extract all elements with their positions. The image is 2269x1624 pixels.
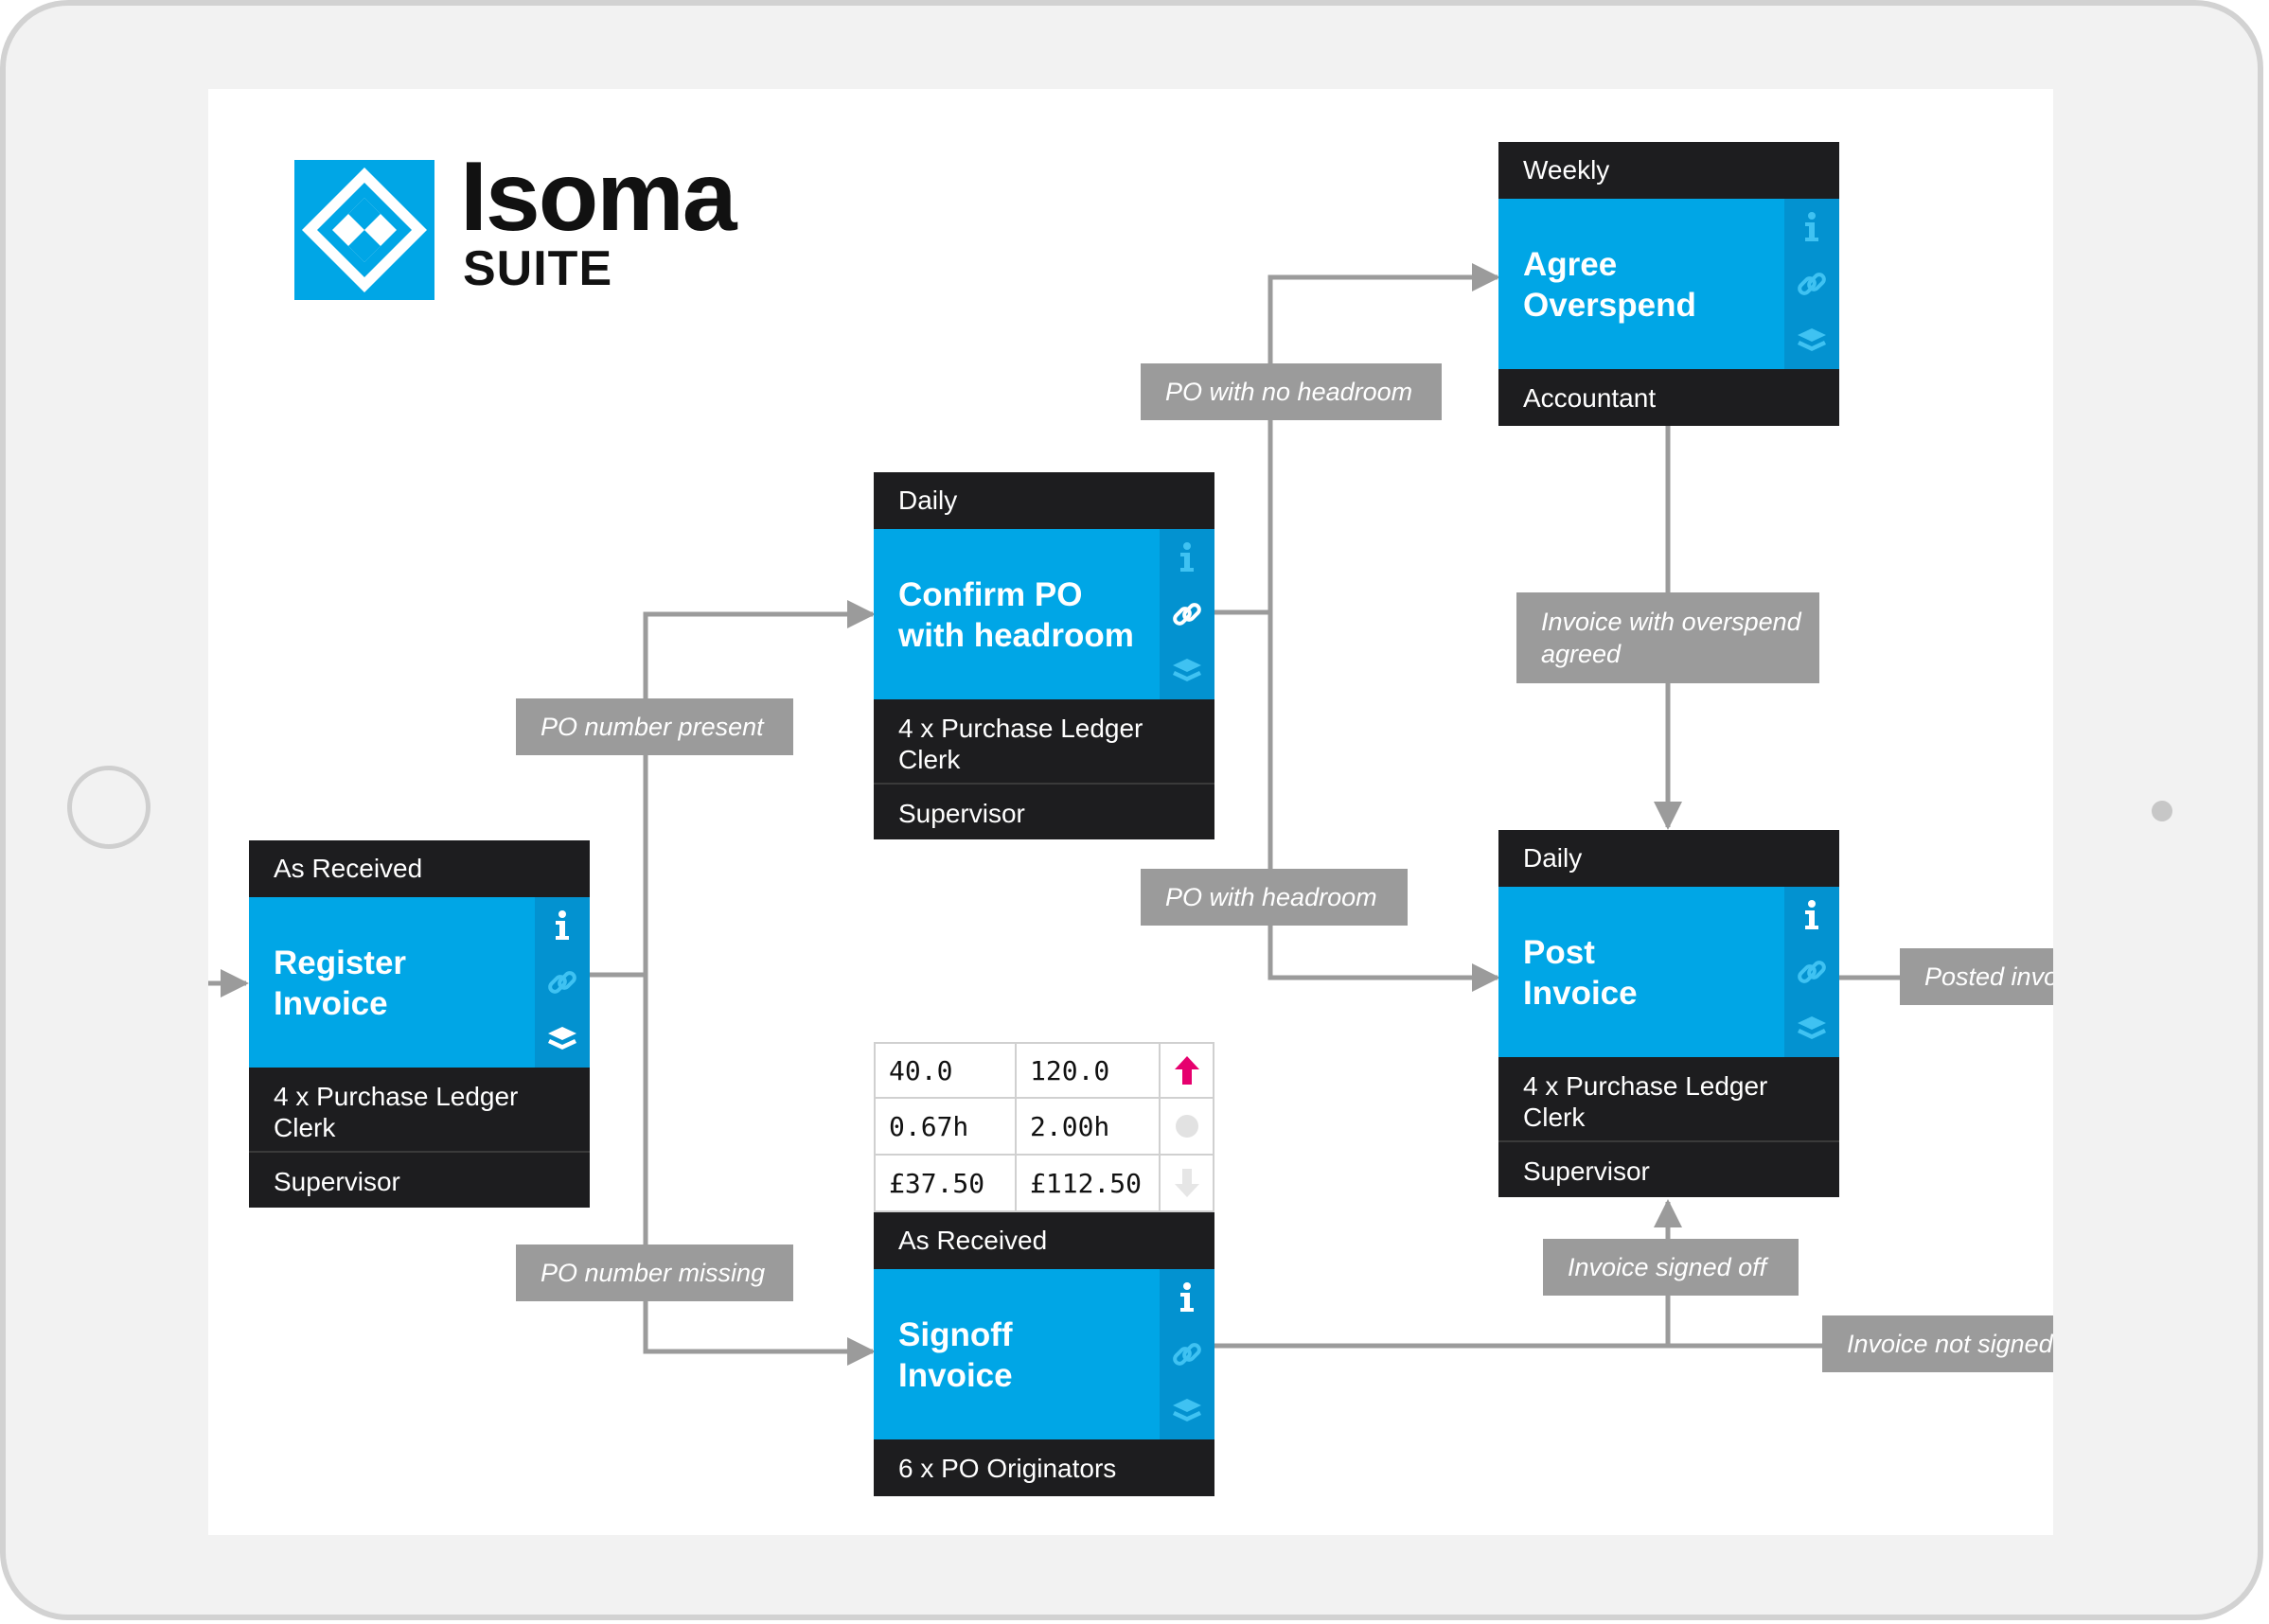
task-card-post-invoice[interactable]: Daily Post Invoice 4 x Purchase Ledger C… (1498, 830, 1839, 1197)
task-frequency: Weekly (1498, 142, 1839, 199)
task-role-row: Supervisor (874, 783, 1214, 839)
task-role-row: 4 x Purchase Ledger Clerk (874, 699, 1214, 783)
task-frequency: As Received (874, 1212, 1214, 1269)
task-title[interactable]: Register Invoice (274, 944, 407, 1022)
brand-sub: SUITE (463, 241, 613, 296)
link-icon[interactable] (535, 954, 590, 1011)
layers-icon[interactable] (535, 1011, 590, 1068)
tag-po-number-present: PO number present (516, 698, 793, 755)
metric-cell: 2.00h (1017, 1099, 1159, 1154)
info-icon[interactable] (1784, 887, 1839, 944)
task-card-register-invoice[interactable]: As Received Register Invoice 4 x Purchas… (249, 840, 590, 1208)
camera-dot (2152, 801, 2172, 821)
tag-invoice-not-signed: Invoice not signed (1822, 1315, 2053, 1372)
confirm-to-post (1267, 612, 1500, 992)
task-role-row: Accountant (1498, 369, 1839, 426)
layers-icon[interactable] (1784, 312, 1839, 369)
dot-icon (1161, 1099, 1213, 1154)
task-frequency: Daily (1498, 830, 1839, 887)
task-card-signoff-invoice[interactable]: As Received Signoff Invoice 6 x PO Origi… (874, 1212, 1214, 1496)
register-to-confirm (590, 600, 876, 978)
link-icon[interactable] (1160, 1326, 1214, 1383)
task-role-row: 6 x PO Originators (874, 1439, 1214, 1496)
task-title[interactable]: Signoff Invoice (898, 1316, 1013, 1394)
info-icon[interactable] (1784, 199, 1839, 256)
layers-icon[interactable] (1160, 1383, 1214, 1439)
layers-icon[interactable] (1784, 1000, 1839, 1057)
task-title[interactable]: Agree Overspend (1523, 246, 1696, 324)
metric-cell: £112.50 (1017, 1156, 1159, 1210)
task-role-row: 4 x Purchase Ledger Clerk (249, 1068, 590, 1151)
metric-cell: 40.0 (876, 1044, 1015, 1097)
arrow-up-icon (1161, 1044, 1213, 1097)
tag-overspend-agreed: Invoice with overspend agreed (1516, 592, 1819, 683)
task-role-row: Supervisor (1498, 1140, 1839, 1197)
metric-cell: 120.0 (1017, 1044, 1159, 1097)
info-icon[interactable] (1160, 1269, 1214, 1326)
task-card-agree-overspend[interactable]: Weekly Agree Overspend Accountant (1498, 142, 1839, 426)
info-icon[interactable] (1160, 529, 1214, 586)
task-role-row: Supervisor (249, 1151, 590, 1208)
metrics-table: 40.0 120.0 0.67h 2.00h £37.50 £112.50 (874, 1042, 1214, 1212)
info-icon[interactable] (535, 897, 590, 954)
process-map-canvas: Isoma SUITE PO number present PO number … (208, 89, 2053, 1535)
home-button[interactable] (67, 766, 151, 849)
isoma-logo-icon (294, 160, 434, 300)
link-icon[interactable] (1160, 586, 1214, 643)
brand-name: Isoma (460, 142, 737, 252)
confirm-to-agree (1214, 263, 1500, 615)
task-role-row: 4 x Purchase Ledger Clerk (1498, 1057, 1839, 1140)
task-card-confirm-po[interactable]: Daily Confirm PO with headroom 4 x Purch… (874, 472, 1214, 839)
link-icon[interactable] (1784, 944, 1839, 1000)
layers-icon[interactable] (1160, 643, 1214, 699)
task-frequency: As Received (249, 840, 590, 897)
tag-po-number-missing: PO number missing (516, 1244, 793, 1301)
arrow-down-icon (1161, 1156, 1213, 1210)
tag-po-with-headroom: PO with headroom (1141, 869, 1408, 926)
register-to-signoff (643, 975, 876, 1366)
tag-posted-invoice: Posted invoice (1900, 948, 2053, 1005)
task-title[interactable]: Post Invoice (1523, 934, 1638, 1012)
task-title[interactable]: Confirm PO with headroom (898, 576, 1134, 654)
link-icon[interactable] (1784, 256, 1839, 312)
tag-invoice-signed-off: Invoice signed off (1543, 1239, 1799, 1296)
metric-cell: £37.50 (876, 1156, 1015, 1210)
metric-cell: 0.67h (876, 1099, 1015, 1154)
task-frequency: Daily (874, 472, 1214, 529)
tag-po-no-headroom: PO with no headroom (1141, 363, 1442, 420)
